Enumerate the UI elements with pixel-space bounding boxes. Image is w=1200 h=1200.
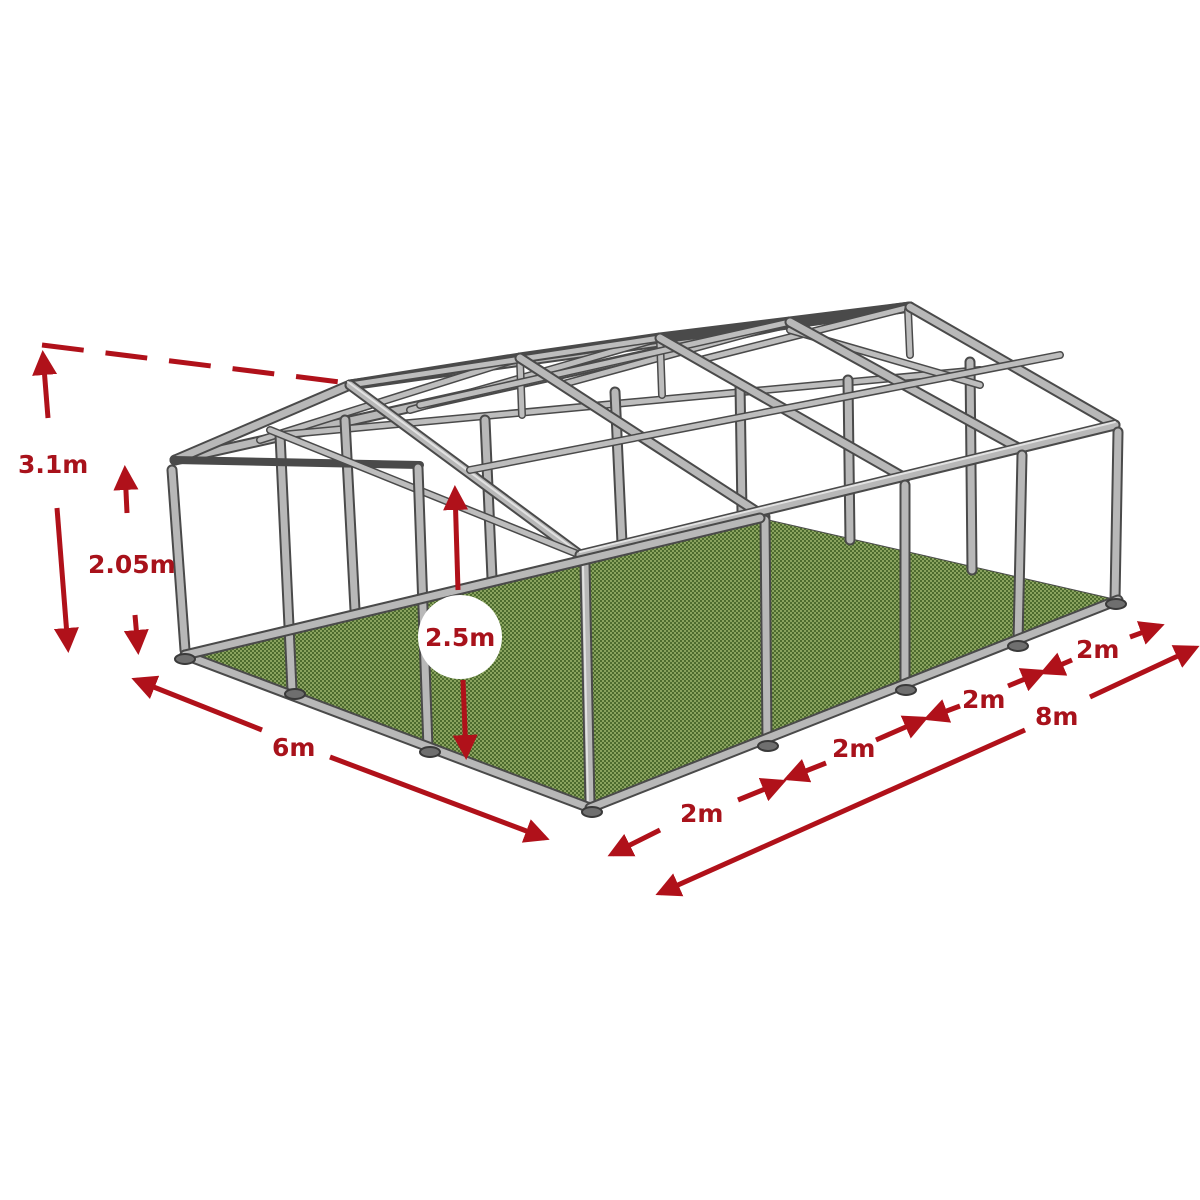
base-frame bbox=[174, 512, 1127, 818]
length-total-label: 8m bbox=[1035, 702, 1078, 731]
dimension-bay-3: 2m bbox=[923, 668, 1047, 723]
dimension-bay-2: 2m bbox=[783, 715, 929, 783]
dimension-side-height: 2.05m bbox=[88, 465, 176, 655]
dimension-length-total: 8m bbox=[655, 645, 1200, 897]
ridge-height-label: 3.1m bbox=[18, 450, 88, 479]
near-frame bbox=[166, 301, 1124, 811]
dimension-bay-4: 2m bbox=[1039, 621, 1165, 676]
bay-2-label: 2m bbox=[832, 734, 875, 763]
bay-1-label: 2m bbox=[680, 799, 723, 828]
center-height-badge bbox=[418, 595, 502, 679]
bay-3-label: 2m bbox=[962, 685, 1005, 714]
tent-floor bbox=[183, 517, 1120, 809]
dimension-center-height: 2.5m bbox=[418, 485, 502, 760]
bay-4-label: 2m bbox=[1076, 635, 1119, 664]
dimension-bay-1: 2m bbox=[607, 778, 787, 857]
dimension-ridge-height: 3.1m bbox=[18, 342, 341, 653]
dimension-width: 6m bbox=[131, 675, 550, 843]
side-height-label: 2.05m bbox=[88, 550, 176, 579]
width-label: 6m bbox=[272, 733, 315, 762]
center-height-label: 2.5m bbox=[425, 623, 495, 652]
